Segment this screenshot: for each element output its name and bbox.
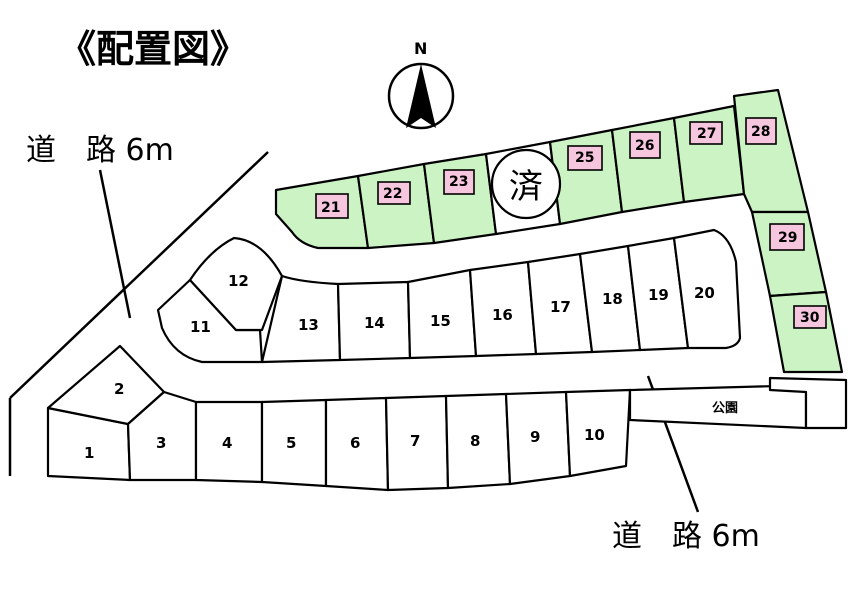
house-22 [377, 181, 411, 205]
house-27 [689, 121, 723, 145]
park-label: 公園 [712, 400, 738, 416]
lot-14-label: 14 [364, 314, 385, 332]
lot-28-label: 28 [751, 124, 770, 140]
lot-27-label: 27 [697, 126, 716, 142]
road-edges [8, 151, 700, 513]
sold-circle [490, 148, 562, 220]
lot-25[interactable] [548, 128, 624, 226]
house-29 [769, 223, 805, 251]
lot-30-label: 30 [800, 310, 820, 326]
lot-25-label: 25 [575, 150, 594, 166]
middle-row-labels: 11 12 13 14 15 16 17 18 19 20 [190, 272, 715, 336]
lot-13-label: 13 [298, 316, 319, 334]
lot-23[interactable] [422, 152, 498, 245]
house-30 [793, 305, 827, 329]
lot-26-label: 26 [635, 138, 654, 154]
houses [315, 117, 827, 329]
park-area: 公園 [628, 376, 848, 430]
back-row-labels: 21 22 23 25 26 27 28 29 30 [321, 124, 820, 326]
lot-3[interactable] [126, 390, 198, 482]
park-annex [768, 376, 848, 430]
lot-9-label: 9 [530, 428, 540, 446]
front-row-labels: 1 2 3 4 5 6 7 8 9 10 [84, 380, 605, 462]
lot-15-label: 15 [430, 312, 451, 330]
lot-18-label: 18 [602, 290, 623, 308]
north-arrow-icon [406, 64, 436, 128]
road-edge-diagonal [9, 151, 269, 399]
lot-23-label: 23 [449, 174, 468, 190]
lot-27[interactable] [672, 104, 746, 204]
lot-4-label: 4 [222, 434, 232, 452]
lot-3-label: 3 [156, 434, 166, 452]
lot-5-label: 5 [286, 434, 296, 452]
lot-6-label: 6 [350, 434, 360, 452]
lot-30[interactable] [768, 290, 844, 374]
lot-8-label: 8 [470, 432, 480, 450]
sold-mark: 済 [490, 148, 562, 220]
road-label-bottom-right: 道 路 6m [612, 519, 760, 554]
lot-11-label: 11 [190, 318, 211, 336]
middle-row-lots [156, 228, 742, 364]
lot-29-label: 29 [778, 230, 797, 246]
lot-20-label: 20 [694, 284, 715, 302]
road-label-top-left: 道 路 6m [26, 133, 174, 168]
house-23 [443, 169, 475, 195]
lot-10-label: 10 [584, 426, 605, 444]
house-25 [567, 145, 603, 171]
lot-28[interactable] [732, 88, 810, 214]
lot-12-label: 12 [228, 272, 249, 290]
lot-1-label: 1 [84, 444, 94, 462]
lot-2-label: 2 [114, 380, 124, 398]
house-26 [629, 131, 661, 159]
house-21 [315, 193, 349, 219]
lot-20[interactable] [672, 228, 742, 350]
lot-7-label: 7 [410, 432, 420, 450]
lot-17-label: 17 [550, 298, 571, 316]
lot-11[interactable] [156, 278, 264, 364]
lot-10[interactable] [564, 388, 632, 478]
road-label-leader-top [98, 169, 132, 319]
lot-22[interactable] [356, 162, 436, 250]
page-title: 《配置図》 [58, 27, 248, 71]
lot-21-label: 21 [321, 200, 340, 216]
north-compass: N [387, 39, 455, 130]
compass-north-label: N [414, 39, 427, 58]
lot-22-label: 22 [383, 186, 402, 202]
house-28 [745, 117, 777, 145]
lot-19-label: 19 [648, 286, 669, 304]
front-row-lots [46, 344, 632, 492]
sold-mark-text: 済 [509, 167, 543, 207]
lot-16-label: 16 [492, 306, 513, 324]
